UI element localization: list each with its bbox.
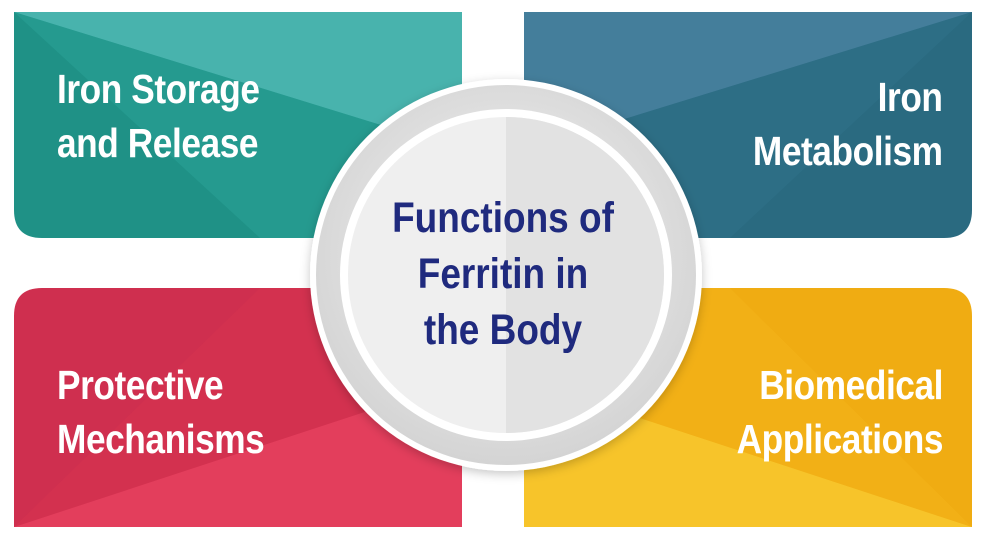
panel-label-line: Protective <box>57 362 224 408</box>
panel-label-protective-mechanisms: Protective Mechanisms <box>57 358 265 466</box>
panel-label-line: Mechanisms <box>57 416 265 462</box>
panel-label-line: Biomedical <box>759 362 943 408</box>
center-circle <box>310 79 702 471</box>
diagram-title: Functions of Ferritin in the Body <box>365 190 640 358</box>
panel-label-biomedical-applications: Biomedical Applications <box>736 358 944 466</box>
panel-label-line: Applications <box>736 416 944 462</box>
diagram-title-line: Functions of <box>392 194 614 242</box>
panel-label-line: Iron <box>878 74 943 120</box>
panel-label-line: and Release <box>57 120 259 166</box>
panel-label-line: Metabolism <box>753 128 943 174</box>
panel-label-iron-metabolism: Iron Metabolism <box>753 70 943 178</box>
diagram-title-line: the Body <box>423 306 583 354</box>
panel-label-iron-storage: Iron Storage and Release <box>57 62 260 170</box>
panel-label-line: Iron Storage <box>57 66 260 112</box>
diagram-title-line: Ferritin in <box>417 250 589 298</box>
